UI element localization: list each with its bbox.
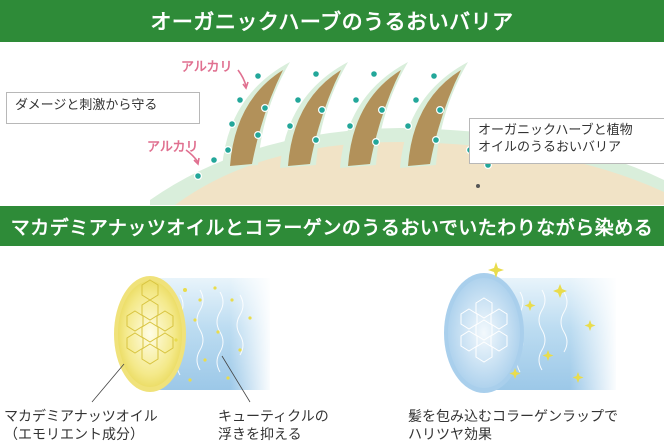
oil-caption: マカデミアナッツオイル （エモリエント成分） xyxy=(4,408,204,444)
collagen-hair-illustration xyxy=(444,262,618,393)
alkali-arrows xyxy=(185,69,249,166)
cuticle-caption-line1: キューティクルの xyxy=(218,409,329,425)
oil-hair-illustration xyxy=(91,276,272,403)
callout-dot xyxy=(476,184,480,188)
alkali-label-bottom: アルカリ xyxy=(147,140,199,155)
oil-caption-line2: （エモリエント成分） xyxy=(4,427,144,443)
protection-callout: ダメージと刺激から守る xyxy=(6,92,200,124)
protection-callout-text: ダメージと刺激から守る xyxy=(15,98,158,113)
middle-banner-title: マカデミアナッツオイルとコラーゲンのうるおいでいたわりながら染める xyxy=(10,216,654,239)
collagen-caption-line1: 髪を包み込むコラーゲンラップで xyxy=(408,409,618,425)
collagen-caption-line2: ハリツヤ効果 xyxy=(408,427,492,443)
barrier-callout-line2: オイルのうるおいバリア xyxy=(478,140,622,155)
hair-strands xyxy=(222,62,468,168)
barrier-dots xyxy=(194,69,493,181)
barrier-callout-line1: オーガニックハーブと植物 xyxy=(478,123,633,138)
top-banner: オーガニックハーブのうるおいバリア xyxy=(0,0,664,42)
cuticle-caption: キューティクルの 浮きを抑える xyxy=(218,408,388,444)
middle-banner: マカデミアナッツオイルとコラーゲンのうるおいでいたわりながら染める xyxy=(0,206,664,246)
top-banner-title: オーガニックハーブのうるおいバリア xyxy=(150,10,514,34)
cuticle-caption-line2: 浮きを抑える xyxy=(218,427,302,443)
collagen-caption: 髪を包み込むコラーゲンラップで ハリツヤ効果 xyxy=(408,408,658,444)
oil-caption-line1: マカデミアナッツオイル xyxy=(4,409,158,425)
barrier-callout: オーガニックハーブと植物 オイルのうるおいバリア xyxy=(469,118,664,164)
alkali-label-top: アルカリ xyxy=(181,60,233,75)
